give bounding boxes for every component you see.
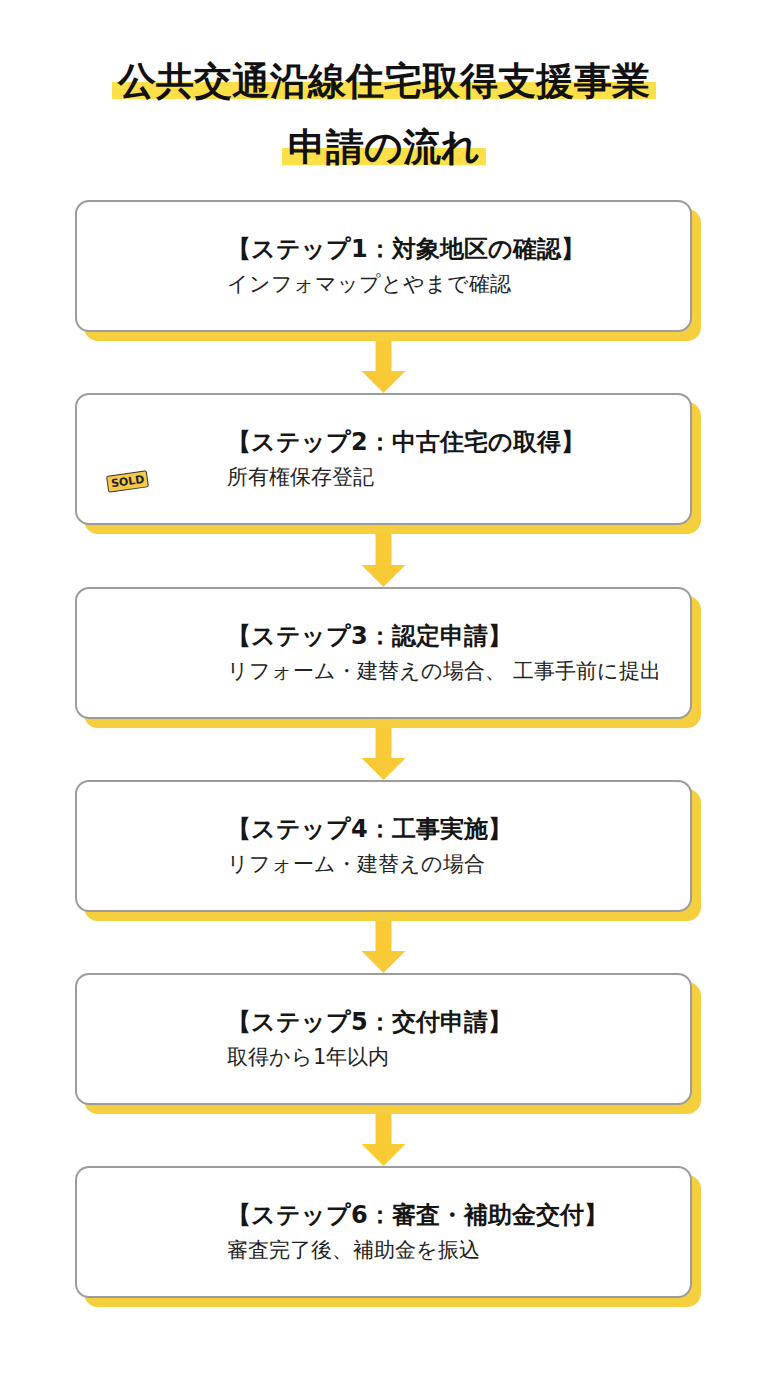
step-description: 取得から1年以内 [227,1043,672,1072]
step-heading: 【ステップ6：審査・補助金交付】 [227,1199,672,1231]
flow-arrow [362,1105,406,1166]
step-box: 【ステップ1：対象地区の確認】インフォマップとやまで確認 [75,200,692,332]
step-description: リフォーム・建替えの場合、 工事手前に提出 [227,657,672,686]
title: 公共交通沿線住宅取得支援事業 申請の流れ [112,59,656,169]
step-heading: 【ステップ1：対象地区の確認】 [227,233,672,265]
step-description: 所有権保存登記 [227,463,672,492]
step-description: リフォーム・建替えの場合 [227,850,672,879]
step-description: 審査完了後、補助金を振込 [227,1236,672,1265]
step-box: 【ステップ6：審査・補助金交付】審査完了後、補助金を振込 [75,1166,692,1298]
flow-arrow [362,719,406,780]
step-heading: 【ステップ3：認定申請】 [227,620,672,652]
flow-arrow [362,912,406,973]
flow-arrow [362,332,406,393]
step-heading: 【ステップ2：中古住宅の取得】 [227,426,672,458]
step-box: 【ステップ3：認定申請】リフォーム・建替えの場合、 工事手前に提出 [75,587,692,719]
step-heading: 【ステップ5：交付申請】 [227,1006,672,1038]
step-box: 【ステップ4：工事実施】リフォーム・建替えの場合 [75,780,692,912]
title-area: 公共交通沿線住宅取得支援事業 申請の流れ [64,48,704,180]
step-description: インフォマップとやまで確認 [227,270,672,299]
step-box: 【ステップ5：交付申請】取得から1年以内 [75,973,692,1105]
step-heading: 【ステップ4：工事実施】 [227,813,672,845]
title-text: 公共交通沿線住宅取得支援事業 申請の流れ [64,48,704,180]
flow-arrow [362,525,406,587]
step-box: 【ステップ2：中古住宅の取得】所有権保存登記 [75,393,692,525]
